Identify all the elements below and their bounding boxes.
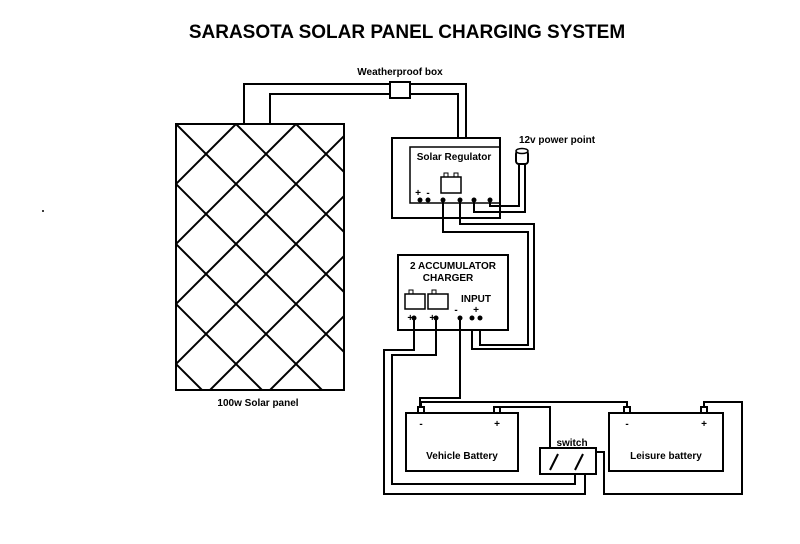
power-point <box>473 147 529 213</box>
charger-indicator-2 <box>427 293 449 310</box>
solar-regulator-box <box>391 137 501 219</box>
solar-panel-grid <box>176 124 344 390</box>
charger-input-label: INPUT <box>461 294 491 305</box>
charger-indicator-1 <box>404 293 426 310</box>
vehicle-battery: - + Vehicle Battery <box>405 406 519 472</box>
solar-panel-frame <box>175 123 345 391</box>
switch-label: switch <box>556 438 587 449</box>
charger-label-line2: CHARGER <box>423 273 474 284</box>
power-point-label: 12v power point <box>519 135 596 146</box>
weatherproof-box <box>389 81 411 99</box>
vehicle-battery-plus: + <box>494 419 500 430</box>
battery-switch: switch <box>539 438 597 475</box>
stray-dot <box>42 210 44 212</box>
diagram-title: SARASOTA SOLAR PANEL CHARGING SYSTEM <box>189 22 625 43</box>
charger-input-minus: - <box>454 305 457 316</box>
regulator-plus-sign: + <box>415 188 421 199</box>
vehicle-battery-minus: - <box>419 419 422 430</box>
leisure-battery-box <box>608 412 724 472</box>
solar-regulator-label: Solar Regulator <box>417 152 492 163</box>
vehicle-battery-box <box>405 412 519 472</box>
solar-panel <box>175 123 345 391</box>
leisure-battery-plus: + <box>701 419 707 430</box>
leisure-battery: - + Leisure battery <box>608 406 724 472</box>
charger-label-line1: 2 ACCUMULATOR <box>410 261 497 272</box>
charger-input-plus: + <box>473 305 479 316</box>
leisure-battery-label: Leisure battery <box>630 451 702 462</box>
solar-regulator: Solar Regulator + - <box>391 137 501 219</box>
vehicle-battery-label: Vehicle Battery <box>426 451 498 462</box>
accumulator-charger: 2 ACCUMULATOR CHARGER INPUT +- +- - + <box>397 254 509 331</box>
switch-box <box>539 447 597 475</box>
leisure-battery-minus: - <box>625 419 628 430</box>
regulator-minus-sign: - <box>426 188 429 199</box>
solar-panel-label: 100w Solar panel <box>217 398 298 409</box>
weatherproof-box-label: Weatherproof box <box>357 67 443 78</box>
regulator-output-cable <box>442 200 535 350</box>
regulator-indicator <box>440 176 462 194</box>
